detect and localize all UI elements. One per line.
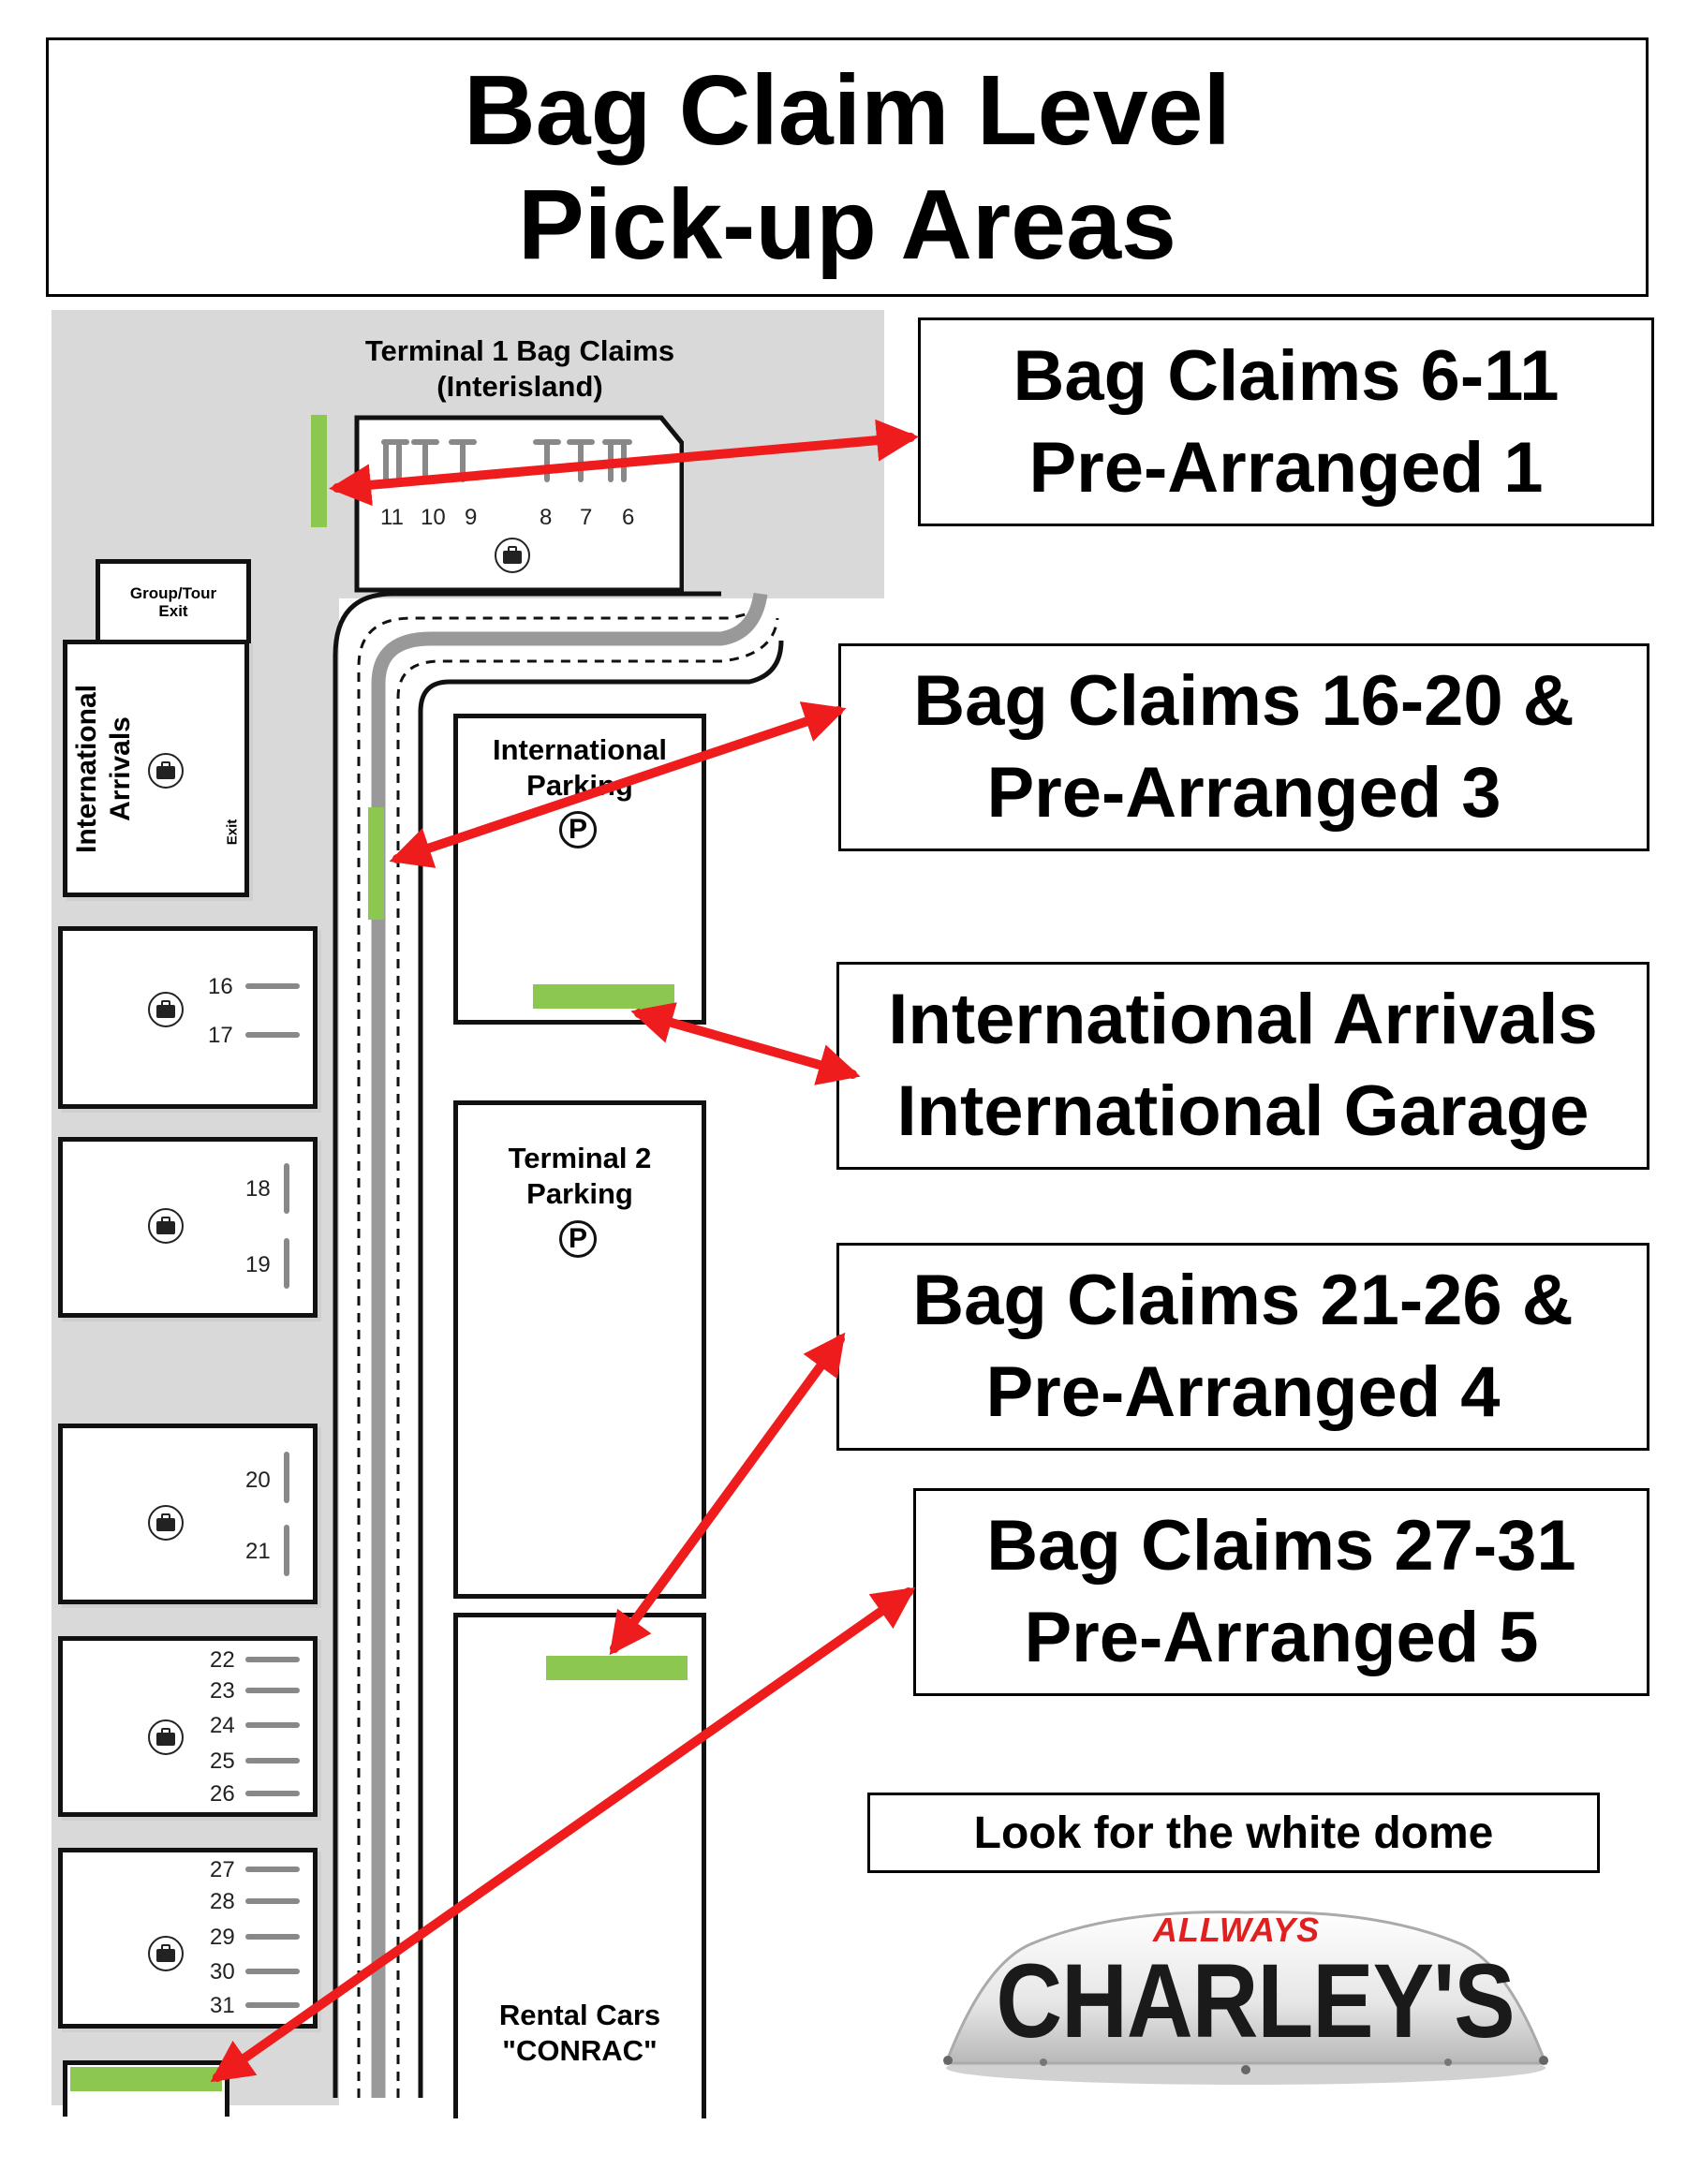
- arrow-3: [639, 1013, 852, 1074]
- arrow-5: [217, 1592, 909, 2077]
- white-dome-note: Look for the white dome: [867, 1793, 1600, 1873]
- arrow-2: [397, 711, 838, 859]
- dome-brand-text: CHARLEY'S: [993, 1941, 1517, 2062]
- arrow-1: [337, 437, 910, 488]
- arrow-4: [614, 1339, 840, 1648]
